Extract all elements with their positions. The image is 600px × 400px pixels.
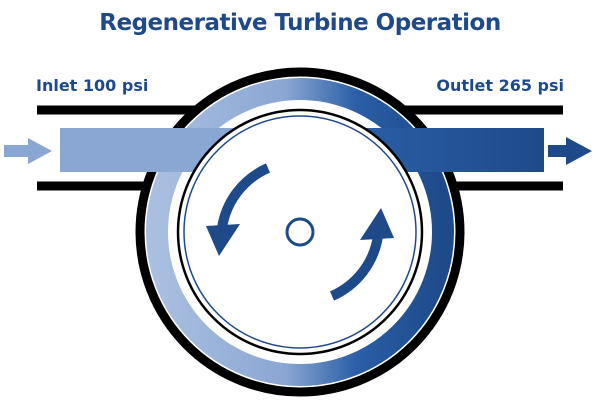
inlet-pressure-label: Inlet 100 psi [36, 76, 149, 95]
inlet-arrow-icon [4, 138, 52, 164]
impeller-inner-ring [183, 115, 417, 349]
page-title: Regenerative Turbine Operation [99, 10, 501, 36]
housing-outer-ring [135, 67, 465, 397]
outlet-pressure-label: Outlet 265 psi [436, 76, 564, 95]
shaft-hub-icon [285, 217, 315, 247]
rotate-clockwise-icon [329, 208, 394, 301]
outlet-arrow-icon [548, 137, 592, 165]
rotate-clockwise-icon [206, 163, 271, 256]
fluid-channel [146, 78, 454, 386]
